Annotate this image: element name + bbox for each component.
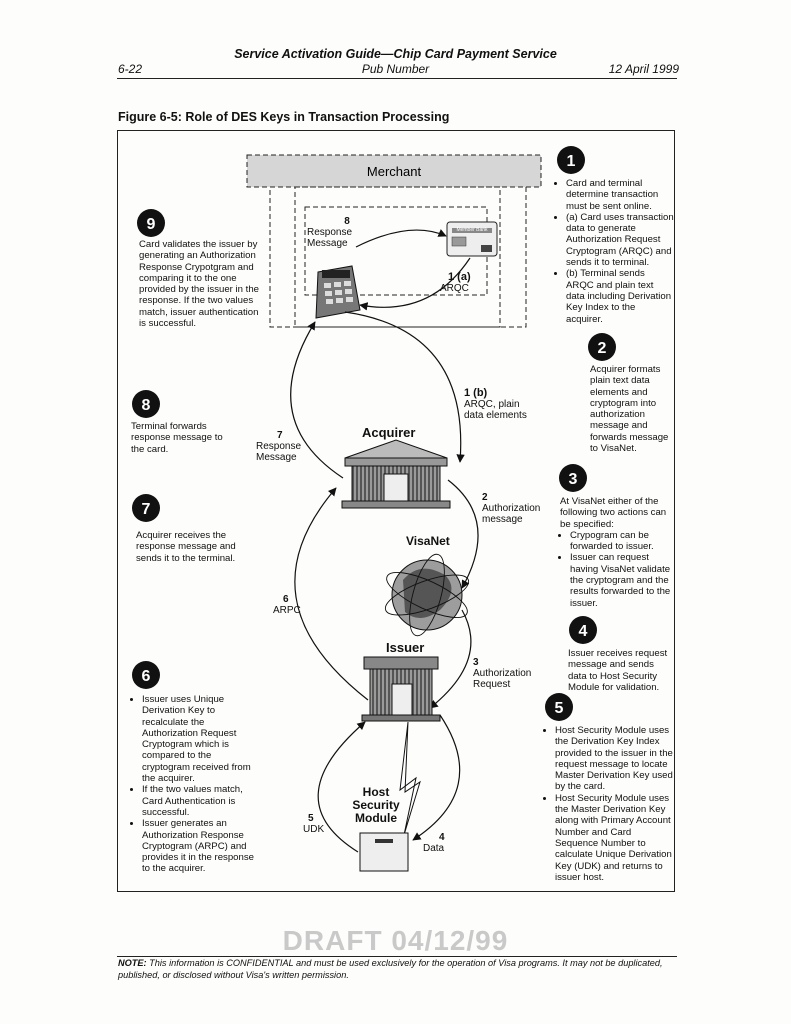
svg-text:8: 8 — [142, 397, 151, 414]
svg-text:5: 5 — [555, 700, 564, 717]
arrow-2-label: 2 Authorization message — [482, 492, 541, 525]
step-3-text: At VisaNet either of the following two a… — [560, 496, 672, 609]
document-date: 12 April 1999 — [608, 62, 679, 76]
figure-frame — [117, 130, 675, 892]
header-rule — [117, 78, 677, 79]
step-badge-5: 5 — [545, 693, 573, 721]
arrow-7-label: 7 Response Message — [256, 430, 302, 463]
acquirer-building-icon — [341, 439, 451, 509]
step-8-text: Terminal forwards response message to th… — [131, 421, 223, 455]
footer-rule — [117, 956, 677, 957]
document-subtitle: Pub Number — [361, 62, 430, 76]
issuer-building-icon — [361, 656, 441, 722]
arrow-1a-arqc — [359, 257, 471, 311]
arrow-1b-label: 1 (b) ARQC, plain data elements — [464, 387, 527, 422]
step-6-text: Issuer uses Unique Derivation Key to rec… — [132, 694, 260, 875]
arrow-6-label: 6 ARPC — [273, 594, 301, 616]
step-4-text: Issuer receives request message and send… — [568, 648, 668, 693]
step-badge-4: 4 — [569, 616, 597, 644]
step-7-text: Acquirer receives the response message a… — [136, 530, 236, 564]
merchant-label: Merchant — [367, 164, 422, 179]
arrow-2-authorization-message — [447, 479, 479, 589]
step-badge-7: 7 — [132, 494, 160, 522]
svg-text:4: 4 — [579, 623, 588, 640]
step-badge-1: 1 — [557, 146, 585, 174]
arrow-5-udk — [317, 721, 366, 853]
arrow-3-label: 3 Authorization Request — [473, 657, 532, 690]
issuer-label: Issuer — [386, 640, 425, 655]
arrow-8-response-message — [355, 229, 447, 248]
step-badge-6: 6 — [132, 661, 160, 689]
arrow-8-label: 8 Response Message — [307, 216, 353, 249]
arrow-3-authorization-request — [429, 609, 472, 709]
visanet-globe-icon — [384, 553, 470, 637]
pos-terminal-icon — [315, 265, 361, 319]
step-5-text: Host Security Module uses the Derivation… — [545, 725, 673, 883]
document-title: Service Activation Guide—Chip Card Payme… — [234, 47, 557, 61]
svg-text:6: 6 — [142, 668, 151, 685]
svg-text:Member Bank: Member Bank — [456, 227, 488, 233]
acquirer-label: Acquirer — [362, 425, 416, 440]
arrow-4-label: 4 Data — [423, 832, 445, 854]
page-number: 6-22 — [118, 62, 143, 76]
draft-watermark: DRAFT 04/12/99 — [282, 925, 509, 956]
svg-text:2: 2 — [598, 340, 607, 357]
svg-text:9: 9 — [147, 216, 156, 233]
step-badge-8: 8 — [132, 390, 160, 418]
visanet-label: VisaNet — [406, 534, 450, 548]
svg-text:3: 3 — [569, 471, 578, 488]
figure-title: Figure 6-5: Role of DES Keys in Transact… — [118, 110, 450, 124]
step-2-text: Acquirer formats plain text data element… — [590, 364, 669, 455]
step-9-text: Card validates the issuer by generating … — [139, 239, 259, 330]
merchant-inner-zone — [294, 186, 501, 328]
svg-text:7: 7 — [142, 501, 151, 518]
svg-text:1: 1 — [567, 153, 576, 170]
step-badge-3: 3 — [559, 464, 587, 492]
arrow-7-response-message — [290, 321, 344, 479]
step-badge-2: 2 — [588, 333, 616, 361]
step-badge-9: 9 — [137, 209, 165, 237]
arrow-1b-arqc-plain-data — [344, 311, 465, 463]
arrow-4-data — [412, 714, 461, 841]
host-security-module-icon — [359, 832, 409, 872]
chip-card-icon: Member Bank — [446, 221, 498, 257]
arrow-6-arpc — [294, 487, 369, 701]
arrow-1a-label: 1 (a) ARQC — [440, 271, 471, 295]
step-1-text: Card and terminal determine transaction … — [556, 178, 674, 325]
confidential-note: NOTE: This information is CONFIDENTIAL a… — [118, 958, 663, 980]
arrow-5-label: 5 UDK — [303, 813, 325, 835]
